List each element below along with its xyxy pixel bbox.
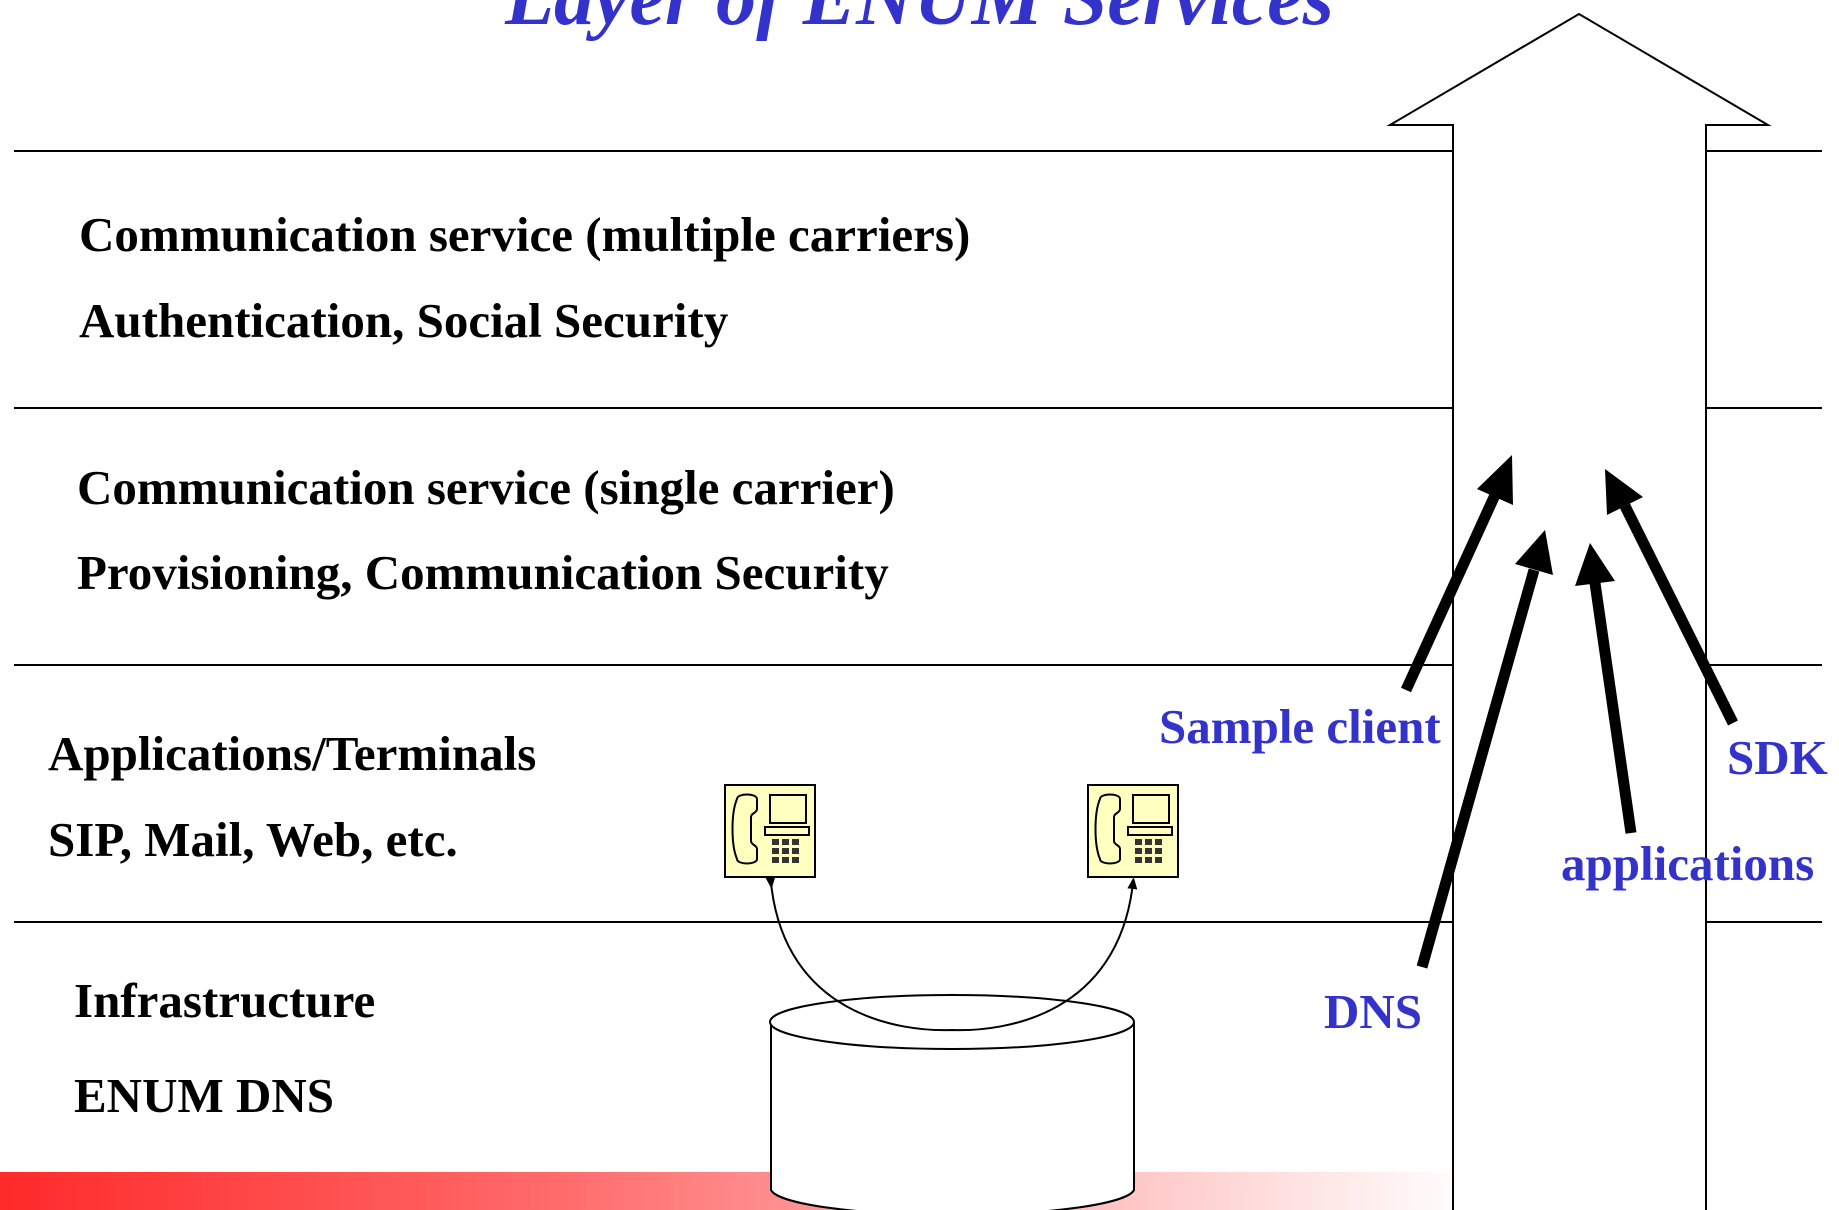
contribution-arrows (1400, 455, 1738, 969)
layer-divider (14, 664, 1822, 666)
layer-1-subtitle: Authentication, Social Security (79, 293, 729, 348)
layer-divider (14, 407, 1822, 409)
sdk-label: SDK (1727, 730, 1828, 785)
slide-title: Layer of ENUM Services (0, 0, 1839, 38)
layer-divider (14, 150, 1822, 152)
applications-label: applications (1561, 836, 1815, 891)
dns-arrow (1416, 530, 1553, 969)
telephone-icon (724, 784, 816, 878)
layer-2-subtitle: Provisioning, Communication Security (77, 545, 889, 600)
layer-3-title: Applications/Terminals (48, 726, 537, 781)
dns-label: DNS (1324, 984, 1423, 1039)
layer-4-title: Infrastructure (74, 973, 376, 1028)
phone-connection-curve (765, 876, 1138, 1032)
sample-client-label: Sample client (1159, 699, 1441, 754)
sample-client-arrow (1400, 455, 1513, 693)
layer-2-title: Communication service (single carrier) (77, 460, 895, 515)
database-cylinder-icon (769, 994, 1135, 1210)
sdk-arrow (1605, 469, 1738, 726)
up-arrow-icon (1386, 12, 1772, 1210)
telephone-icon (1087, 784, 1179, 878)
layer-divider (14, 921, 1822, 923)
layer-3-subtitle: SIP, Mail, Web, etc. (48, 812, 458, 867)
layer-1-title: Communication service (multiple carriers… (79, 207, 971, 262)
layer-4-subtitle: ENUM DNS (74, 1068, 334, 1123)
applications-arrow (1575, 543, 1637, 834)
